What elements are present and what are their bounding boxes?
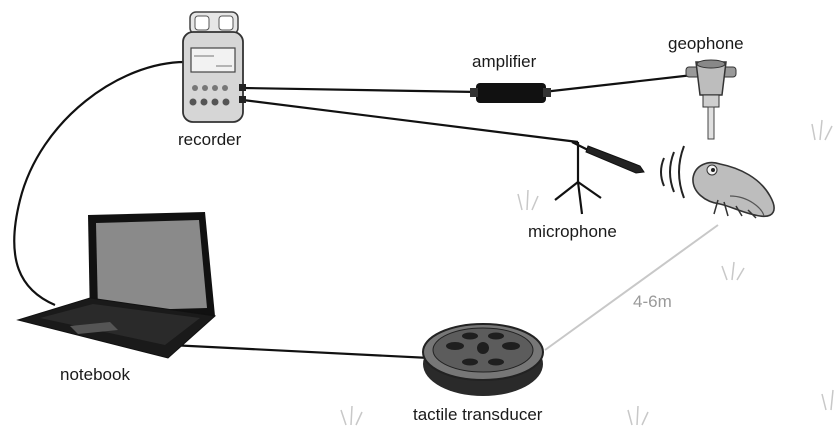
grass-icon <box>340 119 834 426</box>
geophone-icon <box>685 59 737 140</box>
cable-recorder-notebook <box>13 60 186 307</box>
cable-recorder-amplifier <box>242 86 479 94</box>
microphone-icon <box>554 141 645 215</box>
laptop-icon <box>16 212 217 359</box>
frog-icon <box>692 161 775 219</box>
geophone-label: geophone <box>668 34 744 53</box>
distance-line <box>544 224 719 351</box>
recorder-label: recorder <box>178 130 242 149</box>
notebook-label: notebook <box>60 365 130 384</box>
cable-recorder-microphone <box>242 98 579 144</box>
tactile-transducer-label: tactile transducer <box>413 405 543 424</box>
cable-amplifier-geophone <box>542 73 694 94</box>
distance-label: 4-6m <box>633 292 672 311</box>
sound-waves-icon <box>660 145 685 199</box>
recorder-icon <box>182 11 246 123</box>
microphone-label: microphone <box>528 222 617 241</box>
amplifier-label: amplifier <box>472 52 537 71</box>
tactile-transducer-icon <box>422 323 544 396</box>
amplifier-icon <box>470 83 551 103</box>
cables <box>13 60 694 360</box>
cable-notebook-transducer <box>169 343 431 360</box>
